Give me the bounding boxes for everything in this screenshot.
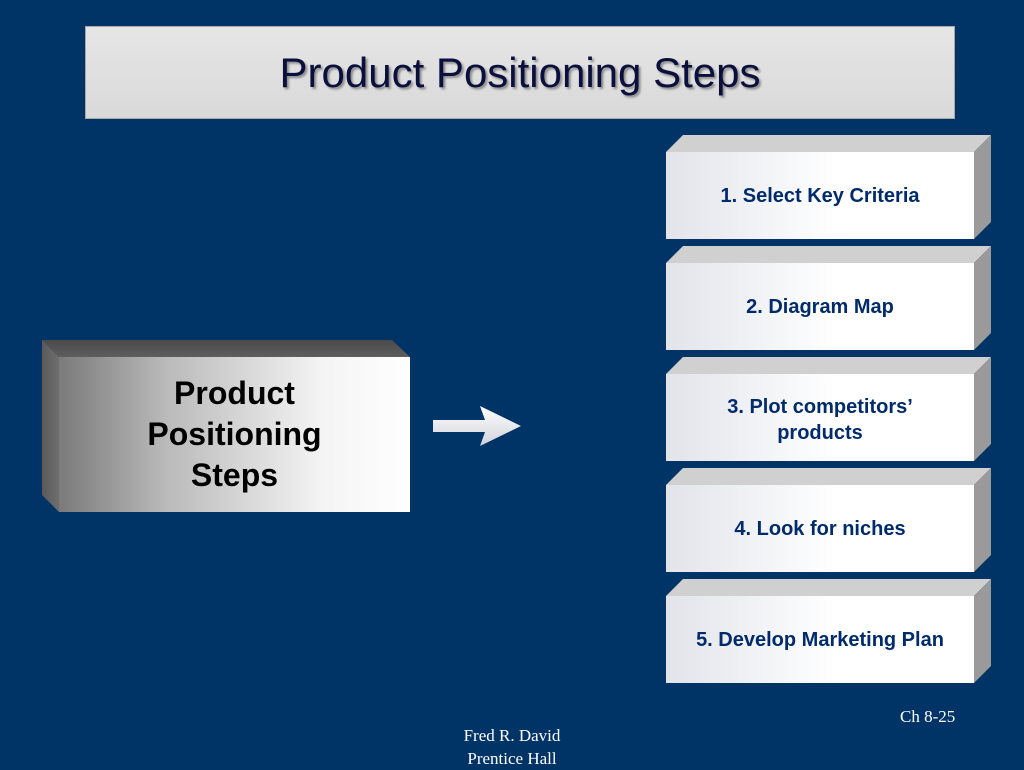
step-box: 2. Diagram Map bbox=[666, 246, 991, 350]
step-box-bevel bbox=[666, 246, 991, 350]
step-box-face: 4. Look for niches bbox=[666, 485, 974, 572]
step-box: 5. Develop Marketing Plan bbox=[666, 579, 991, 683]
step-box-face: 5. Develop Marketing Plan bbox=[666, 596, 974, 683]
step-box-face: 2. Diagram Map bbox=[666, 263, 974, 350]
step-label: 2. Diagram Map bbox=[746, 295, 894, 318]
step-box: 3. Plot competitors’ products bbox=[666, 357, 991, 461]
step-label: 5. Develop Marketing Plan bbox=[696, 628, 944, 651]
step-label: 4. Look for niches bbox=[734, 517, 906, 540]
step-label: 1. Select Key Criteria bbox=[720, 184, 920, 207]
footer-author: Fred R. David Prentice Hall bbox=[432, 724, 592, 770]
step-box: 1. Select Key Criteria bbox=[666, 135, 991, 239]
step-box-face: 1. Select Key Criteria bbox=[666, 152, 974, 239]
main-box-bevel bbox=[42, 340, 410, 512]
step-box-bevel bbox=[666, 135, 991, 239]
footer-publisher: Prentice Hall bbox=[467, 749, 557, 768]
main-box-face: Product Positioning Steps bbox=[59, 357, 410, 512]
footer-author-name: Fred R. David bbox=[463, 726, 561, 745]
slide-number: Ch 8-25 bbox=[900, 707, 956, 726]
page-title: Product Positioning Steps bbox=[279, 48, 761, 96]
main-box: Product Positioning Steps bbox=[42, 340, 410, 512]
step-box-face: 3. Plot competitors’ products bbox=[666, 374, 974, 461]
main-box-label: Product Positioning Steps bbox=[147, 375, 322, 493]
title-banner: Product Positioning Steps bbox=[85, 26, 955, 119]
step-label: 3. Plot competitors’ products bbox=[727, 396, 913, 444]
step-box-bevel bbox=[666, 357, 991, 461]
step-box: 4. Look for niches bbox=[666, 468, 991, 572]
step-box-bevel bbox=[666, 579, 991, 683]
arrow-right-icon bbox=[433, 406, 521, 446]
step-box-bevel bbox=[666, 468, 991, 572]
